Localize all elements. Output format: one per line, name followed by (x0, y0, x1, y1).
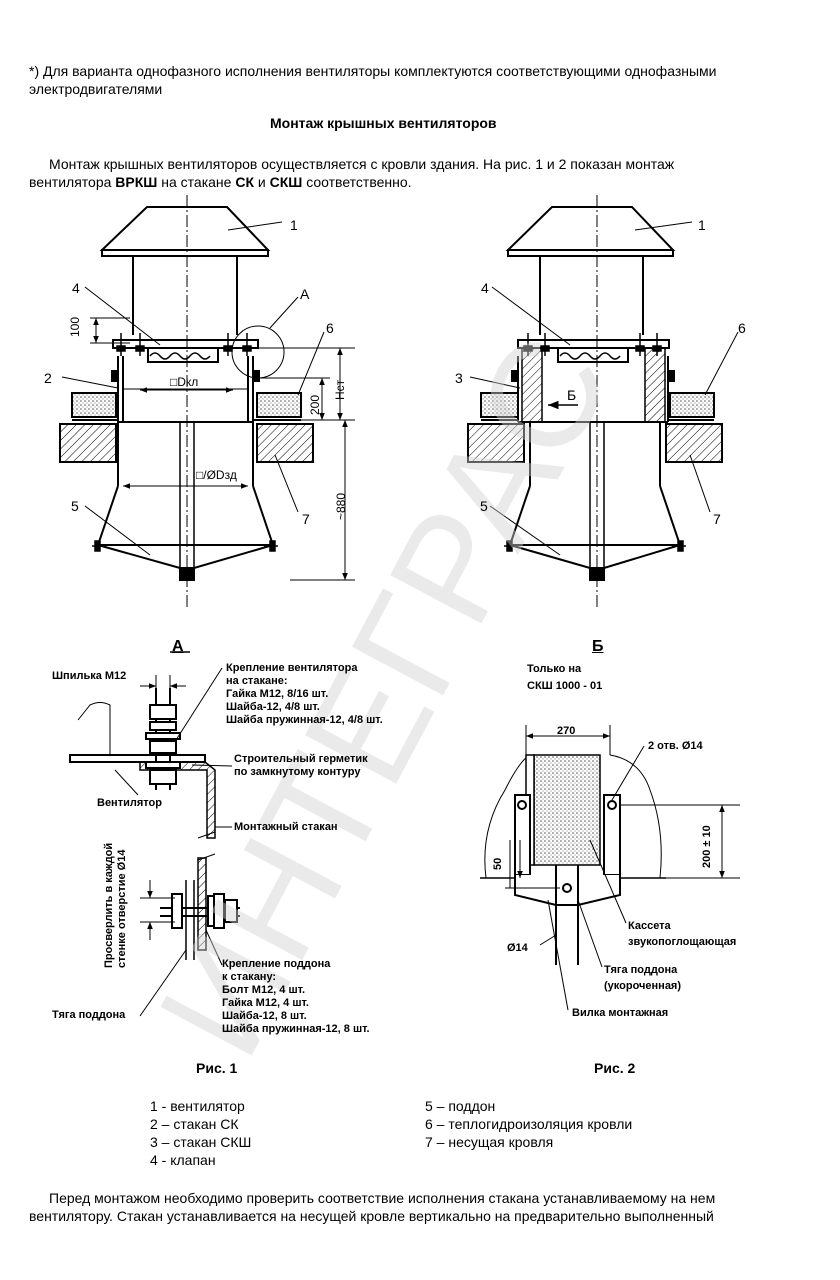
detailA-title: А (172, 638, 184, 655)
dim-880: ~880 (334, 492, 348, 520)
detailB-only: Только на СКШ 1000 - 01 (527, 661, 602, 695)
drill-line: Просверлить в каждой (103, 842, 115, 968)
detailB-cassette: Кассета звукопоглощающая (628, 918, 736, 950)
sealant-line: по замкнутому контуру (234, 766, 361, 778)
fig2-caption: Рис. 2 (594, 1060, 636, 1076)
detailB-h200: 200 ± 10 (701, 825, 713, 868)
legend-item: 5 – поддон (425, 1098, 496, 1114)
detailA-fix-fan: Крепление вентилятора на стакане: Гайка … (226, 662, 383, 727)
sealant-line: Строительный герметик (234, 753, 368, 765)
cassette-line: Кассета (628, 920, 671, 932)
detailA-stud: Шпилька М12 (52, 670, 127, 682)
fix-fan-line: Шайба пружинная-12, 4/8 шт. (226, 714, 383, 726)
dim-hst: Нст (333, 379, 347, 400)
fig1-callout-7: 7 (302, 511, 310, 527)
detailB-drawing (480, 725, 740, 1011)
fig1-caption: Рис. 1 (196, 1060, 238, 1076)
fig2-callout-5: 5 (480, 498, 488, 514)
fig1-callout-1: 1 (290, 217, 298, 233)
legend-item: 7 – несущая кровля (425, 1134, 554, 1150)
legend-item: 2 – стакан СК (150, 1116, 239, 1132)
only-line: Только на (527, 663, 582, 675)
legend-item: 1 - вентилятор (150, 1098, 245, 1114)
detailA-fan: Вентилятор (97, 797, 162, 809)
fix-fan-line: Шайба-12, 4/8 шт. (226, 701, 320, 713)
legend-right: 5 – поддон 6 – теплогидроизоляция кровли… (425, 1097, 632, 1151)
outro-line-1: Перед монтажом необходимо проверить соот… (49, 1190, 716, 1206)
fig1-callout-A: А (300, 286, 310, 302)
intro-vrksh: ВРКШ (115, 174, 158, 190)
fix-tray-line: Гайка М12, 4 шт. (222, 997, 309, 1009)
fix-fan-line: Крепление вентилятора (226, 662, 358, 674)
fix-fan-line: Гайка М12, 8/16 шт. (226, 688, 329, 700)
fix-fan-line: на стакане: (226, 675, 288, 687)
section-heading: Монтаж крышных вентиляторов (270, 115, 497, 131)
fig2-callout-3: 3 (455, 370, 463, 386)
detailA-sealant: Строительный герметик по замкнутому конт… (234, 753, 368, 779)
detailA-rod: Тяга поддона (52, 1009, 126, 1021)
intro-text: соответственно. (302, 174, 412, 190)
fig2-callout-4: 4 (481, 280, 489, 296)
fix-tray-line: Крепление поддона (222, 958, 331, 970)
detailB-h50: 50 (492, 857, 504, 870)
intro-sksh: СКШ (269, 174, 303, 190)
detailB-fork: Вилка монтажная (572, 1007, 669, 1019)
dim-dkl: □Dкл (170, 375, 199, 389)
detailB-title: Б (592, 638, 604, 655)
fix-tray-line: Шайба пружинная-12, 8 шт. (222, 1023, 370, 1035)
watermark: ИНТЕГРАС (126, 310, 642, 1081)
fig1-callout-4: 4 (72, 280, 80, 296)
fig1-callout-2: 2 (44, 370, 52, 386)
outro-line-2: вентилятору. Стакан устанавливается на н… (29, 1208, 714, 1224)
intro-sk: СК (235, 174, 254, 190)
fig1-callout-5: 5 (71, 498, 79, 514)
rod-line: (укороченная) (604, 980, 682, 992)
fig2-callout-1: 1 (698, 217, 706, 233)
legend-item: 6 – теплогидроизоляция кровли (425, 1116, 633, 1132)
detailA-mount-cup: Монтажный стакан (234, 821, 338, 833)
fig2-drawing (467, 195, 739, 608)
legend-left: 1 - вентилятор 2 – стакан СК 3 – стакан … (150, 1097, 251, 1169)
dim-100: 100 (68, 316, 82, 337)
dim-dzd: □/ØDзд (196, 468, 237, 482)
intro-line-2: вентилятора ВРКШ на стакане СК и СКШ соо… (29, 173, 412, 191)
intro-text: и (253, 174, 270, 190)
only-line: СКШ 1000 - 01 (527, 680, 603, 692)
fig2-callout-7: 7 (713, 511, 721, 527)
detailB-w270: 270 (557, 725, 576, 737)
fig1-callout-6: 6 (326, 320, 334, 336)
intro-text: на стакане (157, 174, 236, 190)
cassette-line: звукопоглощающая (628, 936, 737, 948)
detailA-drill: Просверлить в каждой стенке отверстие Ø1… (103, 843, 129, 968)
detailB-holes: 2 отв. Ø14 (648, 740, 703, 752)
intro-text: вентилятора (29, 174, 116, 190)
fig2-callout-6: 6 (738, 320, 746, 336)
detailB-d14: Ø14 (507, 942, 528, 954)
fix-tray-line: к стакану: (222, 971, 277, 983)
footnote-line-2: электродвигателями (29, 81, 163, 97)
fig1-drawing (59, 195, 355, 608)
fig2-arrow-label: Б (567, 387, 577, 403)
rod-line: Тяга поддона (604, 964, 678, 976)
detailB-rod: Тяга поддона (укороченная) (604, 962, 681, 994)
detailA-fix-tray: Крепление поддона к стакану: Болт М12, 4… (222, 958, 370, 1036)
footnote-line-1: *) Для варианта однофазного исполнения в… (29, 63, 717, 79)
fix-tray-line: Болт М12, 4 шт. (222, 984, 306, 996)
intro-line-1: Монтаж крышных вентиляторов осуществляет… (49, 156, 675, 172)
fix-tray-line: Шайба-12, 8 шт. (222, 1010, 307, 1022)
drill-line: стенке отверстие Ø14 (116, 849, 128, 968)
legend-item: 3 – стакан СКШ (150, 1134, 252, 1150)
detailA-drawing (69, 651, 240, 1017)
legend-item: 4 - клапан (150, 1152, 216, 1168)
dim-200: 200 (308, 394, 322, 415)
